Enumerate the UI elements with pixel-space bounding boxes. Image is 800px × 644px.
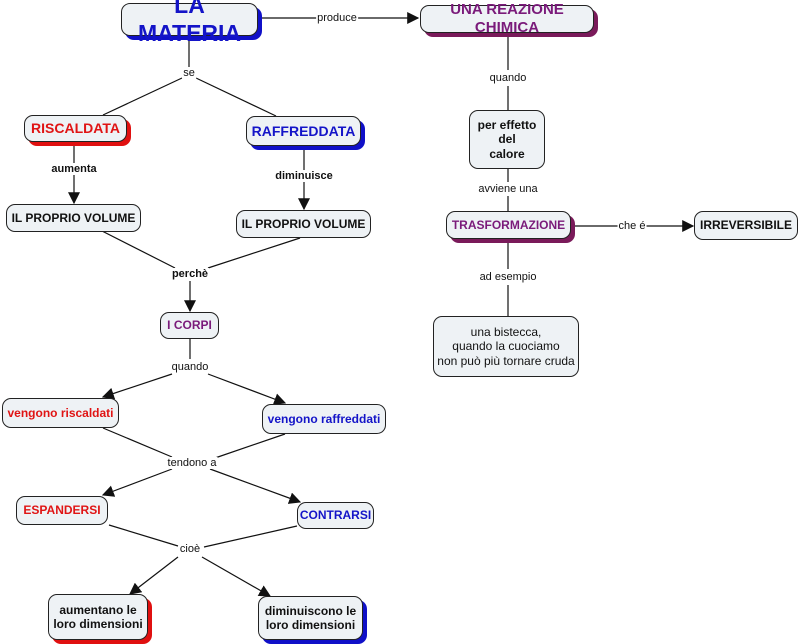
edge-tendono-espandersi <box>101 468 173 497</box>
edge-volume-left-perche <box>101 230 176 269</box>
edge-se-riscaldata <box>102 77 183 116</box>
node-la-materia[interactable]: LA MATERIA <box>121 0 258 46</box>
edge-quando-riscaldati <box>101 373 173 400</box>
node-reazione-chimica[interactable]: UNA REAZIONE CHIMICA <box>420 1 594 36</box>
node-aumentano[interactable]: aumentano le loro dimensioni <box>48 594 148 640</box>
link-label-quando-corpi: quando <box>170 361 210 373</box>
edge-cioe-diminuiscono <box>201 556 272 597</box>
link-label-che-e: che é <box>617 220 647 232</box>
edge-tendono-contrarsi <box>209 468 302 504</box>
link-label-aumenta: aumenta <box>50 163 98 175</box>
node-volume-right[interactable]: IL PROPRIO VOLUME <box>236 210 371 238</box>
node-i-corpi[interactable]: I CORPI <box>160 312 219 339</box>
link-label-produce: produce <box>316 12 358 24</box>
node-volume-left[interactable]: IL PROPRIO VOLUME <box>6 204 141 232</box>
link-label-perche: perchè <box>170 268 210 280</box>
node-contrarsi[interactable]: CONTRARSI <box>297 502 374 529</box>
link-label-se: se <box>182 67 196 79</box>
edge-cioe-aumentano <box>129 556 179 595</box>
node-bistecca[interactable]: una bistecca, quando la cuociamo non può… <box>433 316 579 377</box>
edge-riscaldati-tendono <box>102 427 173 458</box>
link-label-avviene: avviene una <box>477 183 539 195</box>
edge-volume-right-perche <box>207 237 301 269</box>
edge-espandersi-cioe <box>108 524 179 547</box>
node-vengono-raffreddati[interactable]: vengono raffreddati <box>262 404 386 434</box>
node-irreversibile[interactable]: IRREVERSIBILE <box>694 211 798 240</box>
node-trasformazione[interactable]: TRASFORMAZIONE <box>446 211 571 239</box>
link-label-quando-reazione: quando <box>488 72 528 84</box>
link-label-diminuisce: diminuisce <box>274 170 334 182</box>
node-riscaldata[interactable]: RISCALDATA <box>24 115 127 142</box>
node-vengono-riscaldati[interactable]: vengono riscaldati <box>2 398 119 428</box>
edge-se-raffreddata <box>195 77 277 117</box>
node-diminuiscono[interactable]: diminuiscono le loro dimensioni <box>258 596 363 640</box>
node-effetto-calore[interactable]: per effetto del calore <box>469 110 545 169</box>
link-label-cioe: cioè <box>178 543 202 555</box>
node-raffreddata[interactable]: RAFFREDDATA <box>246 116 361 146</box>
link-label-ad-esempio: ad esempio <box>478 271 538 283</box>
edge-contrarsi-cioe <box>203 525 298 548</box>
link-label-tendono: tendono a <box>166 457 218 469</box>
node-espandersi[interactable]: ESPANDERSI <box>16 496 108 525</box>
edge-raffreddati-tendono <box>214 433 286 459</box>
edge-quando-raffreddati <box>207 373 287 405</box>
